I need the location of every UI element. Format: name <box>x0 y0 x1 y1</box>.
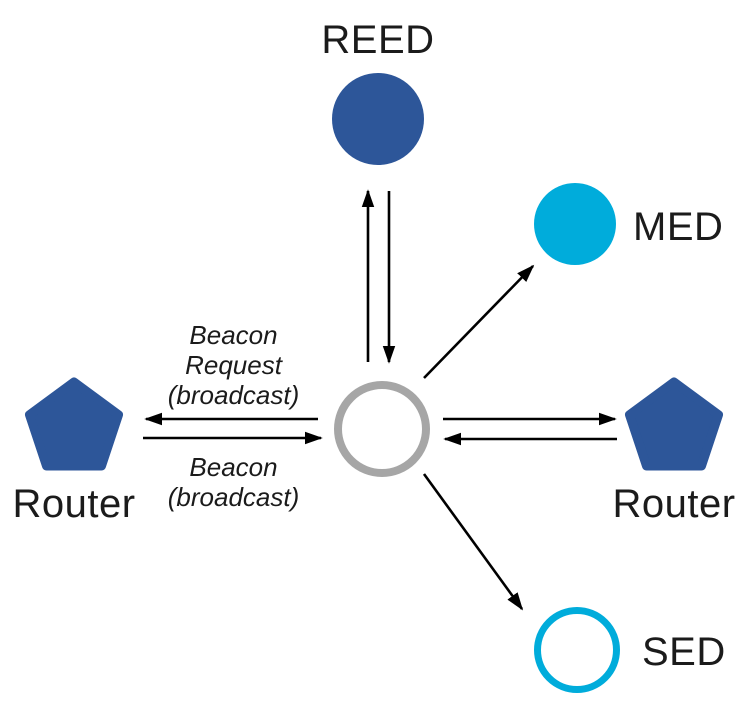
beacon-broadcast-label: Beacon (broadcast) <box>167 452 300 512</box>
left-router-pentagon-icon <box>25 377 123 471</box>
arrow-joiner-to-sed <box>422 473 524 611</box>
arrow-joiner-to-med <box>423 264 535 379</box>
joiner-node-circle <box>334 381 430 477</box>
med-label: MED <box>633 205 724 249</box>
beacon-request-label: Beacon Request (broadcast) <box>167 320 300 410</box>
sed-label: SED <box>642 630 726 674</box>
sed-node-circle <box>534 607 620 693</box>
right-router-pentagon-icon <box>625 377 723 471</box>
med-node-circle <box>534 183 616 265</box>
reed-label: REED <box>321 18 435 62</box>
left-router-label: Router <box>12 482 136 526</box>
right-router-label: Router <box>612 482 736 526</box>
reed-node-circle <box>332 73 424 165</box>
